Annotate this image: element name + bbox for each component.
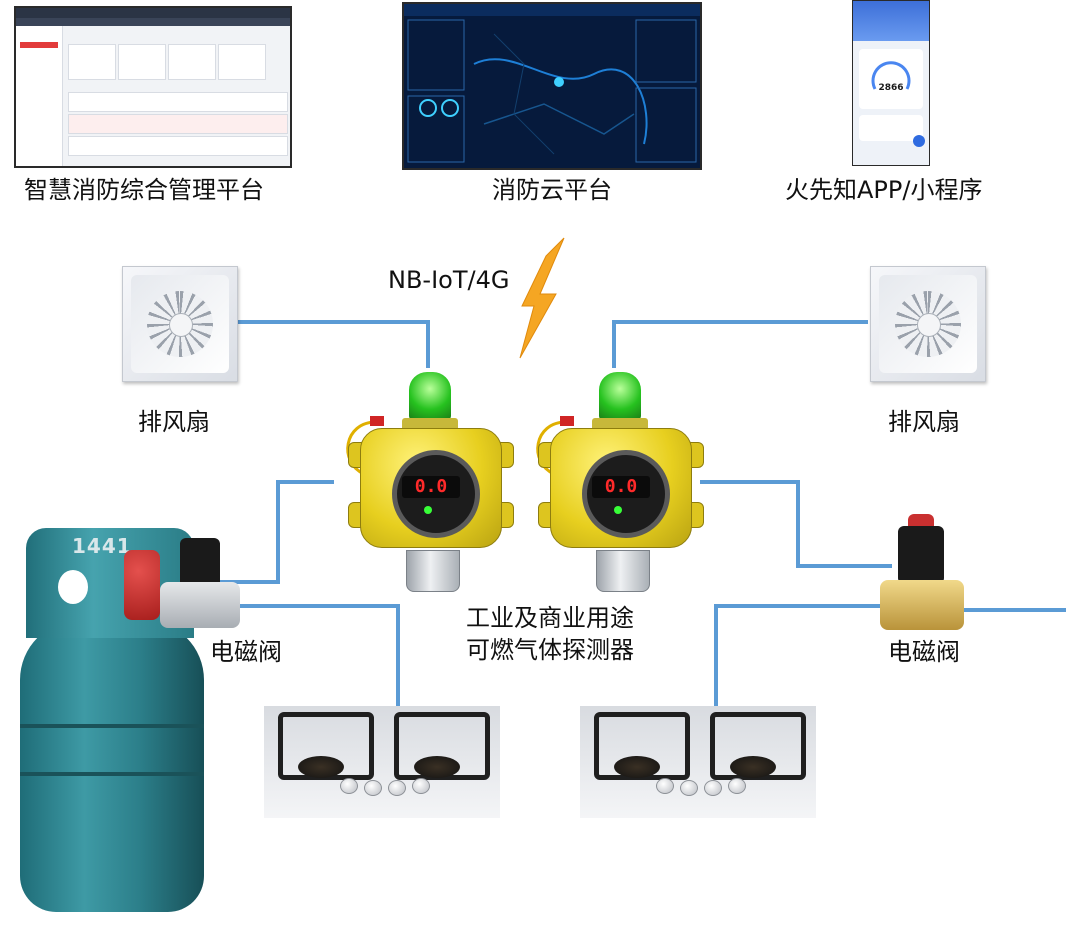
table-row	[68, 92, 288, 112]
exhaust-fan-right	[870, 266, 986, 382]
wire	[612, 320, 616, 368]
lightning-icon	[519, 237, 565, 359]
burner-icon	[414, 756, 460, 778]
fan-left-label: 排风扇	[138, 408, 210, 436]
cloud-platform-label: 消防云平台	[492, 176, 612, 204]
network-label: NB-IoT/4G	[388, 266, 510, 294]
gas-detector-right: 0.0	[524, 372, 714, 592]
titlebar	[16, 8, 290, 18]
map-view	[404, 4, 700, 163]
wire	[796, 564, 892, 568]
wire	[396, 604, 400, 708]
app-device-card	[859, 115, 923, 141]
add-button-icon	[913, 135, 925, 147]
wire	[700, 480, 798, 484]
wire	[220, 580, 280, 584]
fan-right-label: 排风扇	[888, 408, 960, 436]
cylinder-marking: 1441	[72, 534, 132, 558]
sidebar	[16, 26, 63, 166]
gas-stove-left	[264, 706, 500, 818]
management-platform-label: 智慧消防综合管理平台	[24, 176, 264, 204]
detector-display: 0.0	[402, 476, 460, 498]
wire	[236, 320, 428, 324]
gas-detector-left: 0.0	[334, 372, 524, 592]
sensor-head	[596, 550, 650, 592]
wire	[714, 604, 718, 708]
burner-icon	[730, 756, 776, 778]
sensor-head	[406, 550, 460, 592]
stat-card	[218, 44, 266, 80]
tabbar	[16, 18, 290, 26]
burner-icon	[614, 756, 660, 778]
detector-caption-line2: 可燃气体探测器	[466, 636, 634, 664]
wire	[714, 604, 880, 608]
app-screenshot: 2866	[852, 0, 930, 166]
valve-left-label: 电磁阀	[210, 638, 282, 666]
gauge-icon	[871, 61, 911, 90]
status-led-icon	[424, 506, 432, 514]
valve-right-label: 电磁阀	[888, 638, 960, 666]
stat-card	[168, 44, 216, 80]
status-led-icon	[614, 506, 622, 514]
cloud-platform-screenshot	[402, 2, 702, 170]
app-header	[853, 1, 929, 41]
stat-card	[118, 44, 166, 80]
alarm-lamp-icon	[409, 372, 451, 420]
gas-stove-right	[580, 706, 816, 818]
wire	[612, 320, 868, 324]
table-row	[68, 136, 288, 156]
wire	[276, 480, 280, 584]
stat-card	[68, 44, 116, 80]
exhaust-fan-left	[122, 266, 238, 382]
burner-icon	[298, 756, 344, 778]
regulator-icon	[124, 550, 160, 620]
app-counter: 2866	[878, 83, 904, 93]
app-label: 火先知APP/小程序	[785, 176, 983, 204]
management-platform-screenshot	[14, 6, 292, 168]
app-gauge-card: 2866	[859, 49, 923, 109]
wire	[276, 480, 334, 484]
wire	[796, 480, 800, 568]
solenoid-valve-right	[880, 514, 964, 632]
wire	[426, 320, 430, 368]
table-row	[68, 114, 288, 134]
detector-caption-line1: 工业及商业用途	[466, 604, 634, 632]
solenoid-valve-left	[160, 538, 240, 630]
wire	[240, 604, 400, 608]
wire	[960, 608, 1066, 612]
sidebar-active-item	[20, 42, 58, 48]
alarm-lamp-icon	[599, 372, 641, 420]
gas-cylinder: 1441	[12, 528, 208, 918]
detector-display: 0.0	[592, 476, 650, 498]
